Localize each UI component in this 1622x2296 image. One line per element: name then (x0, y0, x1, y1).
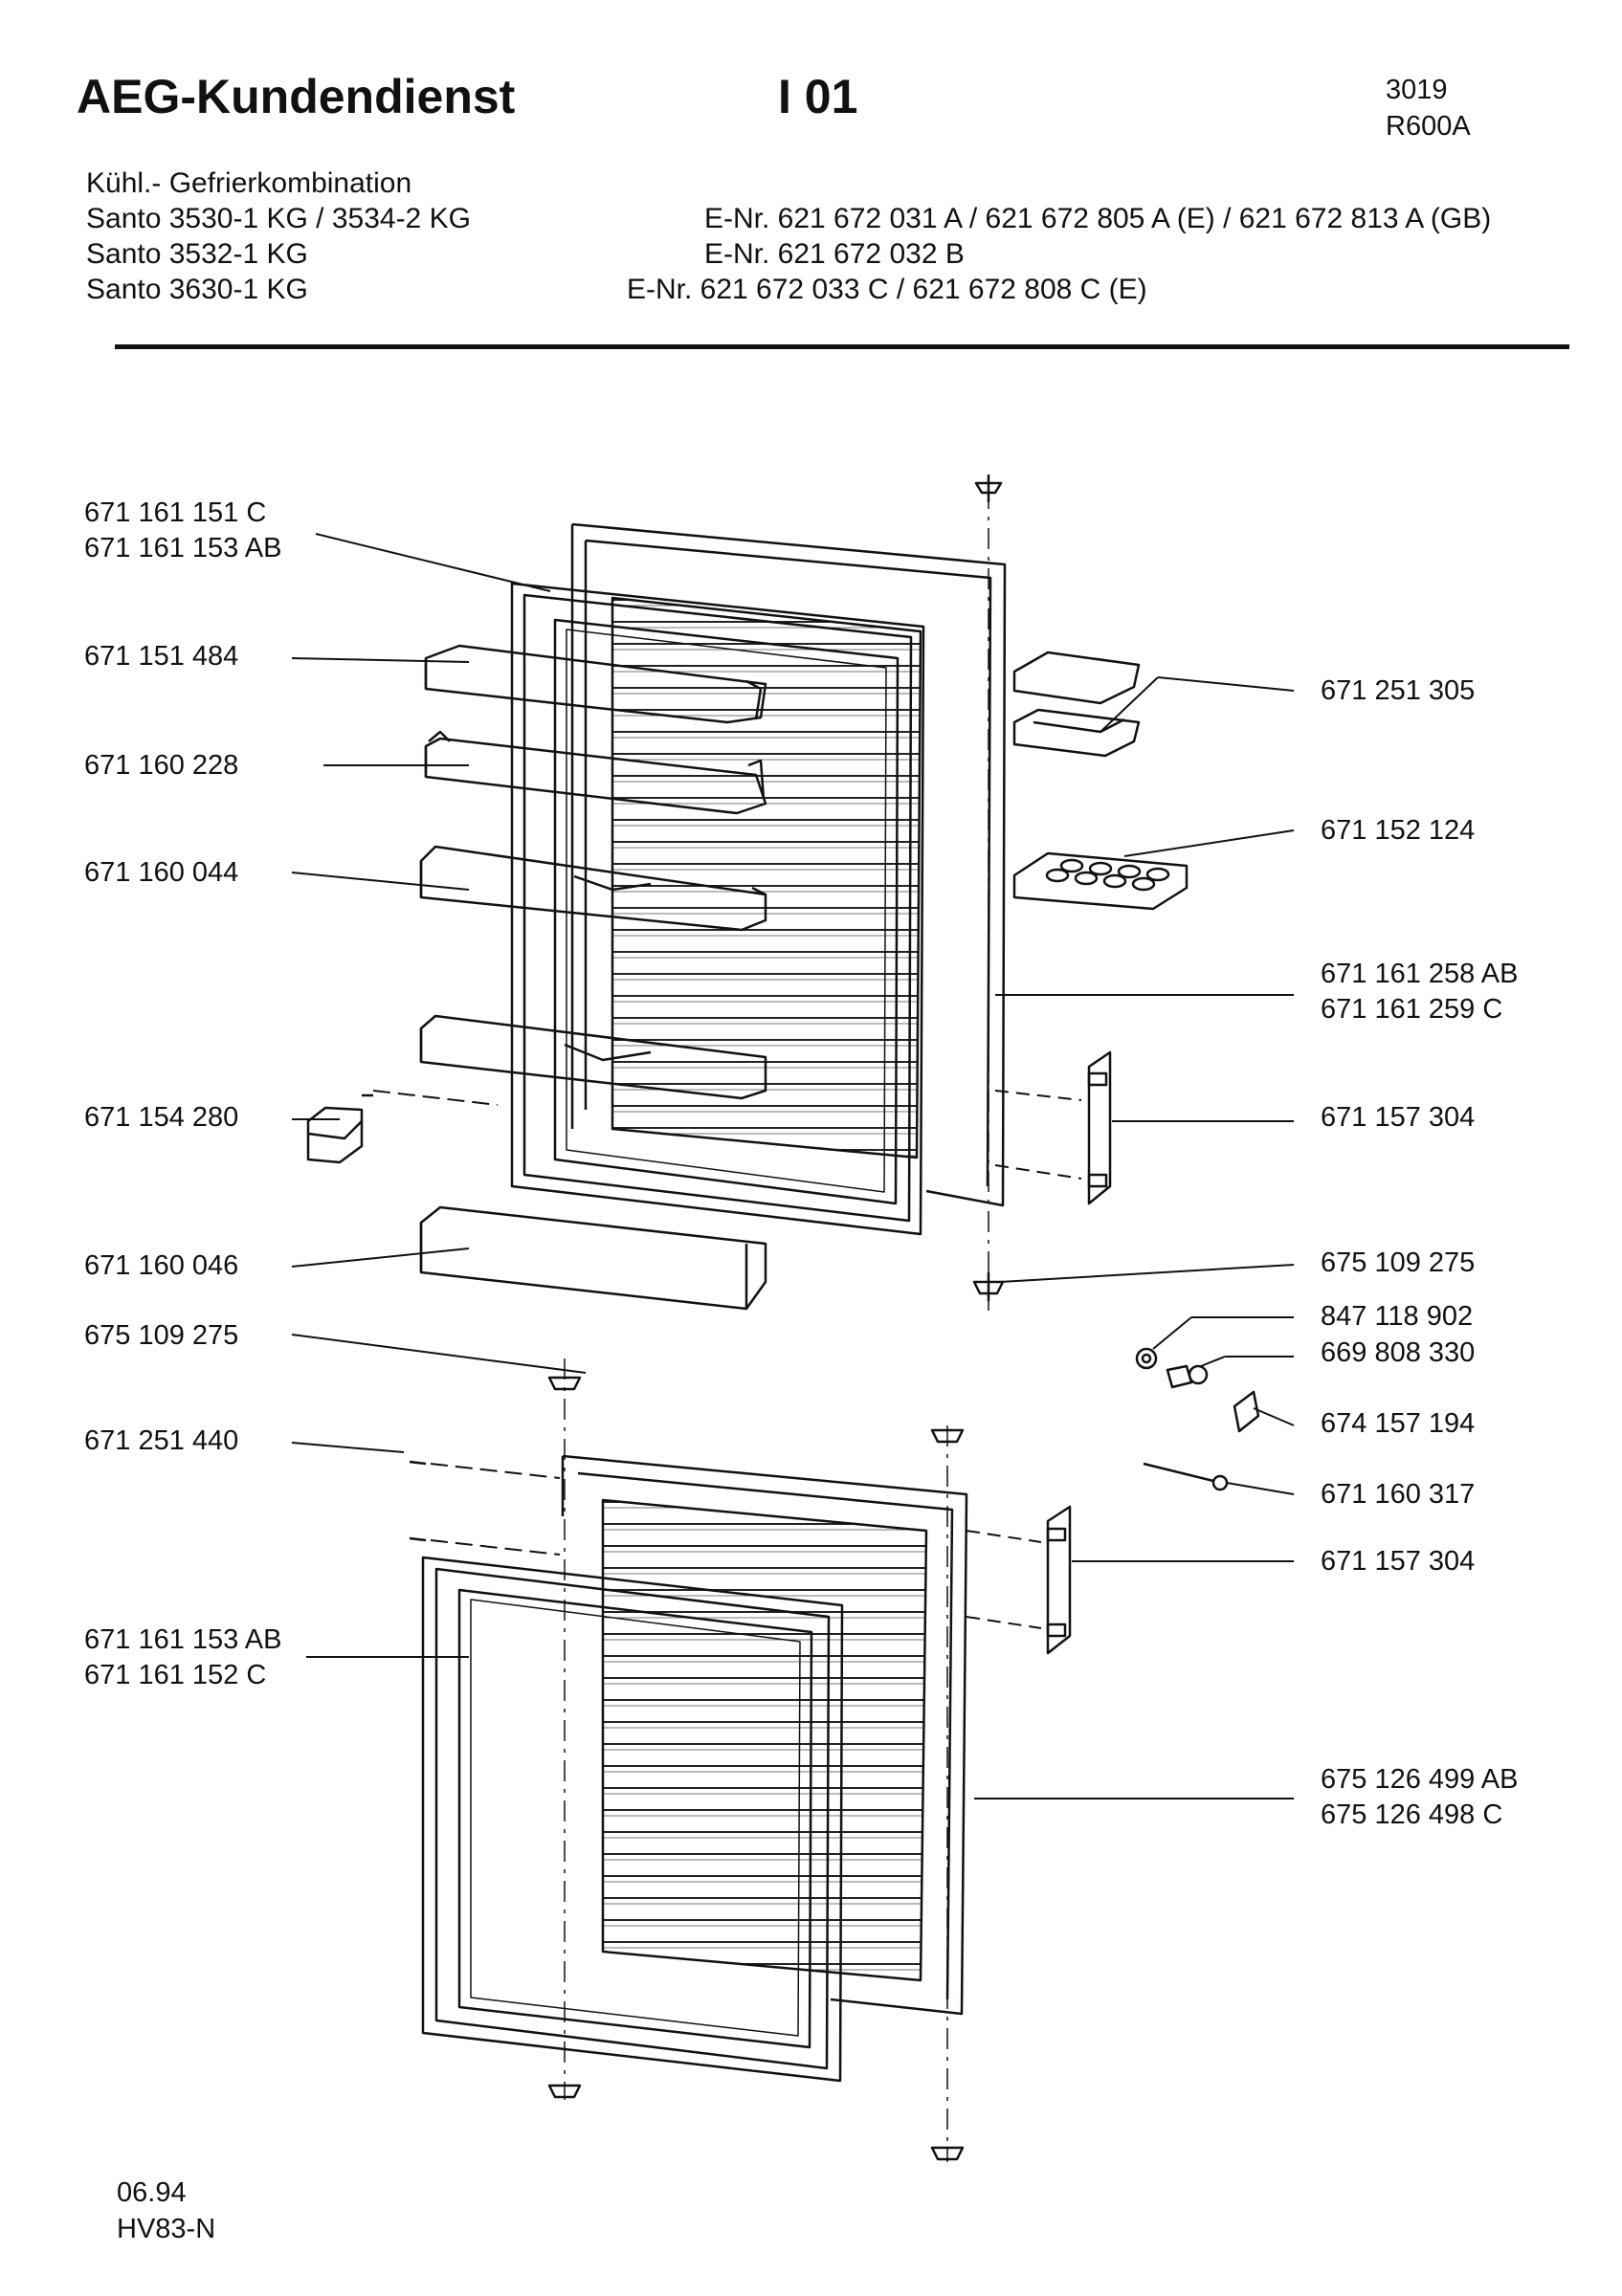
part-label-right: 847 118 902 (1321, 1299, 1473, 1335)
refrigerant-type: R600A (1386, 111, 1471, 142)
part-label-left: 671 160 046 (84, 1248, 238, 1284)
part-label-right: 671 251 305 (1321, 673, 1475, 709)
hinge-pin-bottom (930, 2146, 965, 2161)
fridge-door-panel (570, 522, 1007, 1207)
header-rule (115, 344, 1569, 349)
part-label-right: 669 808 330 (1321, 1336, 1475, 1371)
hinge-pin-middle-right (930, 1428, 965, 1444)
door-screws (409, 1460, 427, 1542)
part-number: 671 161 152 C (84, 1660, 267, 1690)
part-number: 675 126 498 C (1321, 1799, 1503, 1830)
freezer-door-panel (561, 1454, 968, 2016)
part-label-left: 671 161 153 AB 671 161 152 C (84, 1623, 281, 1693)
part-number: 671 152 124 (1321, 815, 1476, 846)
part-number: 671 161 153 AB (84, 533, 282, 563)
cap-674-157-194 (1233, 1390, 1260, 1433)
part-label-right: 675 126 499 AB 675 126 498 C (1321, 1762, 1518, 1833)
screw-669-808-330 (1166, 1364, 1209, 1389)
hinge-pin-middle (547, 1376, 582, 1391)
part-number: 671 251 305 (1321, 675, 1476, 706)
model-name: Santo 3530-1 KG / 3534-2 KG (86, 203, 471, 234)
part-number: 671 161 151 C (84, 497, 267, 528)
part-number: 675 126 499 AB (1321, 1764, 1519, 1795)
hinge-cover-lower (1046, 1505, 1072, 1655)
door-shelf-4 (419, 1014, 767, 1100)
hinge-cover-upper (1087, 1050, 1112, 1205)
door-shelf-3 (419, 845, 767, 932)
model-enr: E-Nr. 621 672 032 B (704, 238, 965, 270)
product-type: Kühl.- Gefrierkombination (86, 167, 412, 199)
part-label-right: 671 161 258 AB 671 161 259 C (1321, 957, 1518, 1027)
part-label-right: 671 157 304 (1321, 1544, 1475, 1579)
hinge-pin-bottom-left (547, 2084, 582, 2099)
butter-dish (1012, 651, 1141, 758)
door-small-box (306, 1093, 373, 1164)
model-name: Santo 3532-1 KG (86, 238, 308, 270)
part-number: 671 161 258 AB (1321, 959, 1519, 989)
egg-tray (1012, 851, 1189, 911)
part-number: 671 160 228 (84, 750, 239, 781)
part-label-left: 671 151 484 (84, 639, 238, 674)
document-code: 3019 (1386, 75, 1448, 105)
part-number: 671 157 304 (1321, 1546, 1476, 1577)
part-number: 671 251 440 (84, 1425, 239, 1456)
model-name: Santo 3630-1 KG (86, 274, 308, 305)
part-number: 675 109 275 (1321, 1247, 1476, 1278)
door-bottle-shelf (419, 1205, 767, 1311)
part-label-right: 671 152 124 (1321, 813, 1475, 849)
freezer-door-gasket (421, 1556, 844, 2083)
part-number: 671 157 304 (1321, 1102, 1476, 1133)
part-number: 671 161 153 AB (84, 1624, 282, 1655)
part-label-right: 675 109 275 (1321, 1246, 1475, 1281)
brand-title: AEG-Kundendienst (77, 70, 516, 123)
model-enr: E-Nr. 621 672 033 C / 621 672 808 C (E) (627, 274, 1147, 305)
part-number: 671 160 044 (84, 857, 239, 888)
part-number: 671 151 484 (84, 641, 239, 672)
part-label-right: 671 157 304 (1321, 1100, 1475, 1136)
part-label-right: 671 160 317 (1321, 1477, 1475, 1512)
part-number: 674 157 194 (1321, 1408, 1476, 1439)
door-shelf-2 (424, 730, 767, 815)
page-code: I 01 (778, 70, 858, 123)
model-enr: E-Nr. 621 672 031 A / 621 672 805 A (E) … (704, 203, 1492, 234)
part-label-right: 674 157 194 (1321, 1406, 1475, 1442)
footer-date: 06.94 (117, 2177, 187, 2208)
part-number: 671 154 280 (84, 1102, 239, 1133)
door-shelf-top (424, 644, 767, 724)
part-label-left: 671 160 228 (84, 748, 238, 784)
part-label-left: 675 109 275 (84, 1318, 238, 1354)
part-label-left: 671 154 280 (84, 1100, 238, 1136)
part-label-left: 671 251 440 (84, 1424, 238, 1459)
part-number: 847 118 902 (1321, 1301, 1474, 1332)
part-number: 671 161 259 C (1321, 994, 1503, 1025)
footer-code: HV83-N (117, 2214, 216, 2244)
fridge-door-gasket (510, 582, 925, 1236)
hinge-pin-upper-bottom (972, 1272, 1005, 1301)
part-number: 671 160 317 (1321, 1479, 1476, 1510)
leader-lines (291, 533, 1295, 1799)
pin-671-160-317 (1143, 1462, 1229, 1491)
hinge-pin-top (974, 475, 1003, 502)
part-number: 671 160 046 (84, 1250, 239, 1281)
screw-847-118-902 (1135, 1347, 1158, 1370)
part-label-left: 671 160 044 (84, 855, 238, 891)
part-number: 669 808 330 (1321, 1337, 1476, 1368)
part-label-left: 671 161 151 C 671 161 153 AB (84, 496, 281, 566)
part-number: 675 109 275 (84, 1320, 239, 1351)
